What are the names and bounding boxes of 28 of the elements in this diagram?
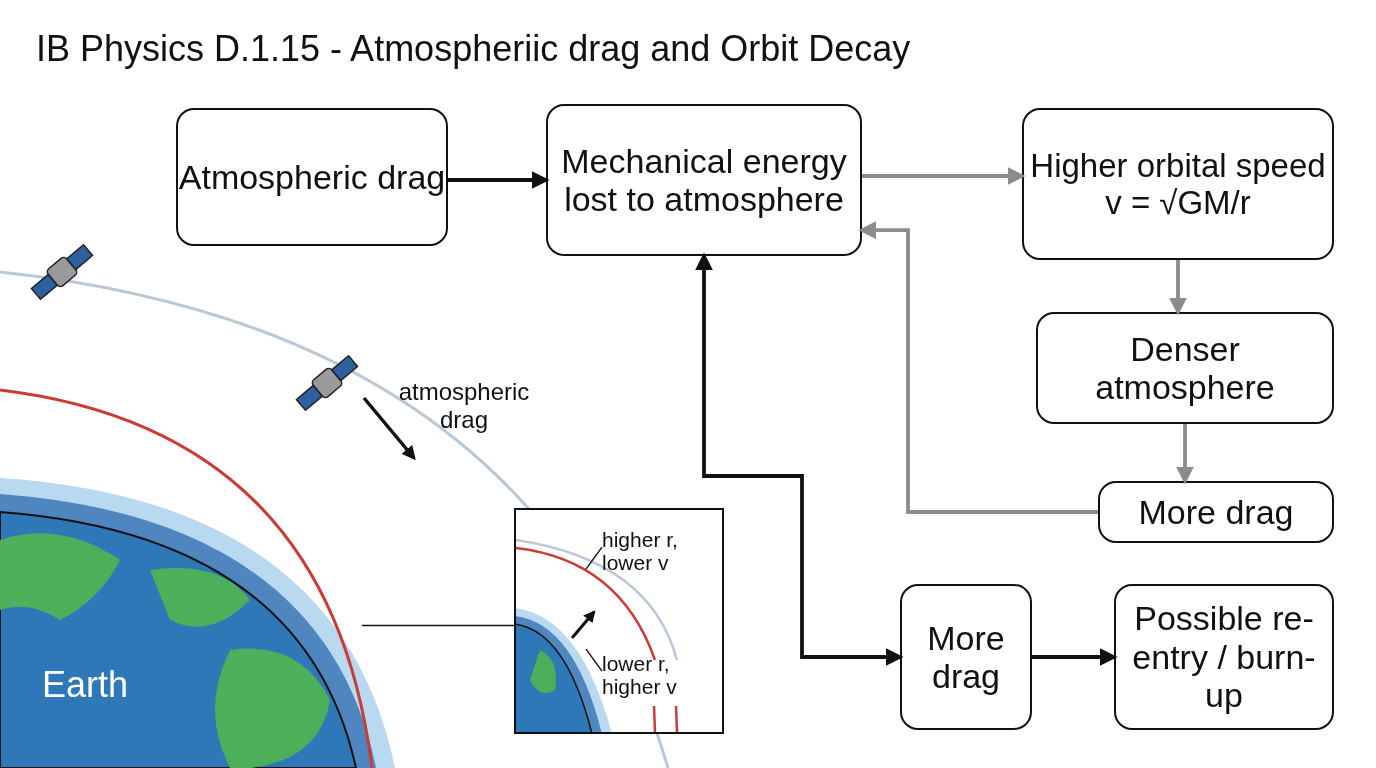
connector-line	[361, 624, 515, 627]
box-text: Possible re-entry / burn-up	[1131, 599, 1317, 715]
box-text: More drag	[926, 618, 1006, 696]
process-box	[176, 108, 448, 246]
drag-label: atmospheric drag	[397, 378, 531, 434]
leader-line	[585, 648, 603, 672]
callout-text: higher r, lower v	[602, 528, 712, 575]
arrow	[1032, 648, 1118, 666]
process-box	[1114, 584, 1334, 730]
arrow	[858, 221, 1098, 514]
box-text: Atmospheric drag	[178, 157, 446, 197]
leader-line	[585, 546, 603, 570]
process-box	[1098, 481, 1334, 543]
box-text: Denser atmosphere	[1094, 329, 1276, 407]
inset-picture	[514, 508, 724, 734]
callout-text: lower r, higher v	[602, 652, 712, 699]
arrow	[862, 167, 1026, 185]
box-text: More drag	[1138, 492, 1294, 532]
title: IB Physics D.1.15 - Atmospheriic drag and Orbit Decay	[36, 28, 911, 70]
process-box	[900, 584, 1032, 730]
arrow	[448, 171, 550, 189]
box-text: v = √GM/r	[1105, 184, 1251, 222]
process-box	[546, 104, 862, 256]
box-text: Mechanical energy lost to atmosphere	[560, 141, 848, 219]
process-box	[1022, 108, 1334, 260]
process-box	[1036, 312, 1334, 424]
box-text: Higher orbital speed	[1030, 146, 1326, 184]
earth-label: Earth	[42, 664, 129, 706]
